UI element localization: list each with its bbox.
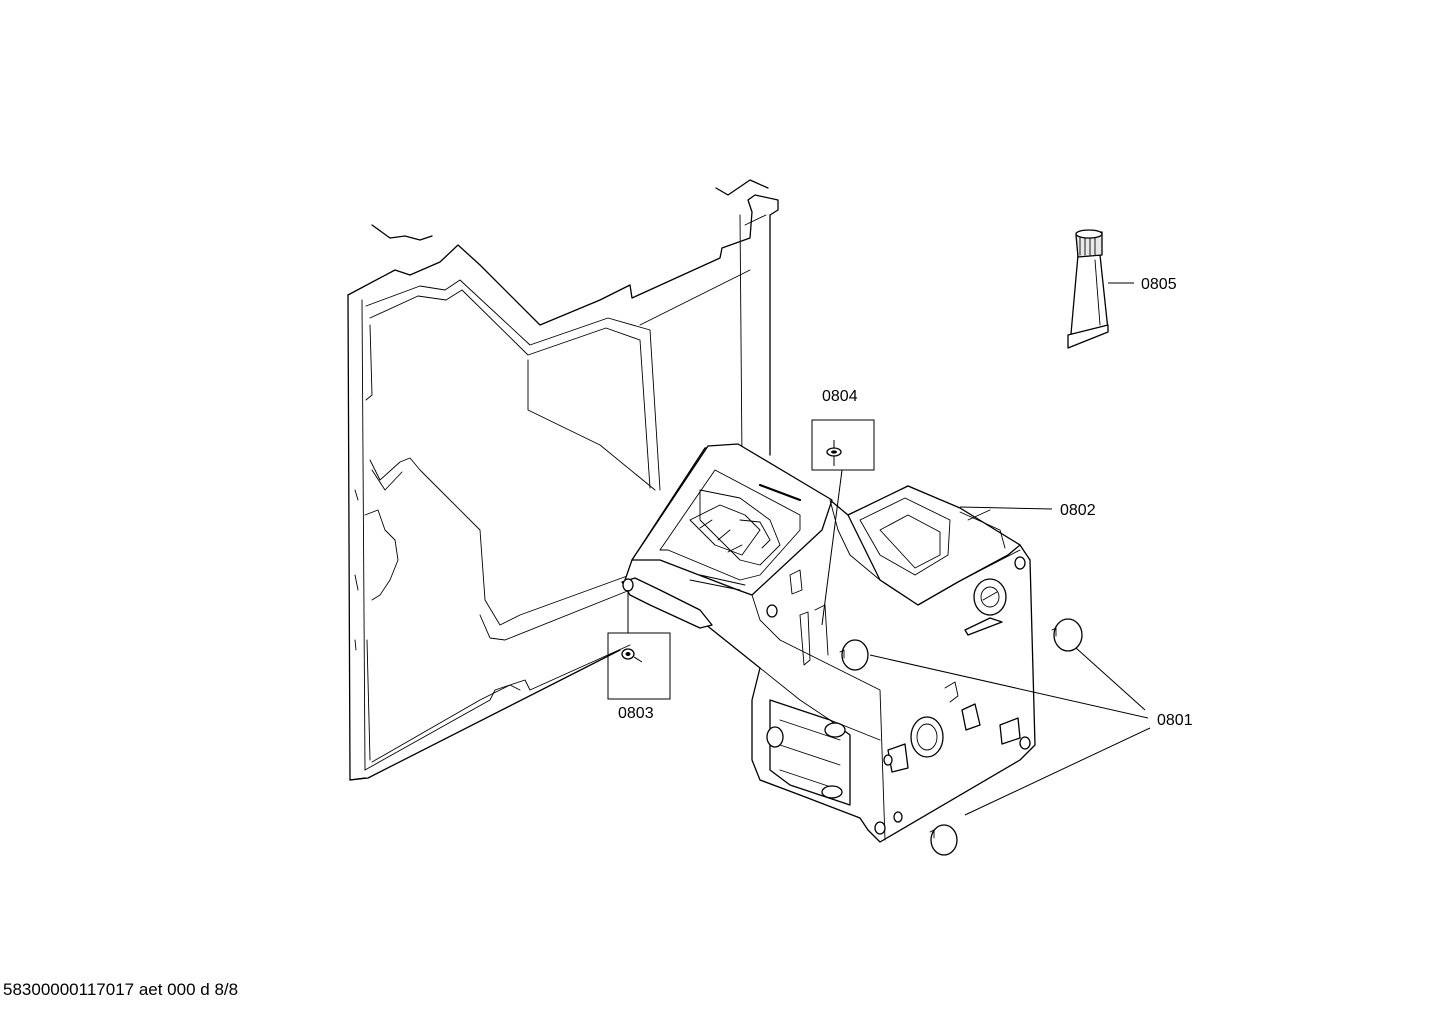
- housing-frame-drawing: [347, 179, 779, 781]
- detail-box-0803: [607, 590, 671, 700]
- leader-lines: [869, 282, 1151, 816]
- label-part-0803: 0803: [618, 705, 654, 722]
- label-part-0802: 0802: [1060, 502, 1096, 519]
- grease-tube-drawing: [1067, 229, 1109, 349]
- label-part-0801: 0801: [1157, 712, 1193, 729]
- dispenser-body-drawing: [621, 443, 1036, 843]
- document-reference-footer: 58300000117017 aet 000 d 8/8: [3, 980, 239, 999]
- detail-box-0804: [811, 419, 875, 626]
- cap-parts-drawing: [839, 618, 1083, 856]
- label-part-0805: 0805: [1141, 276, 1177, 293]
- label-part-0804: 0804: [822, 388, 858, 405]
